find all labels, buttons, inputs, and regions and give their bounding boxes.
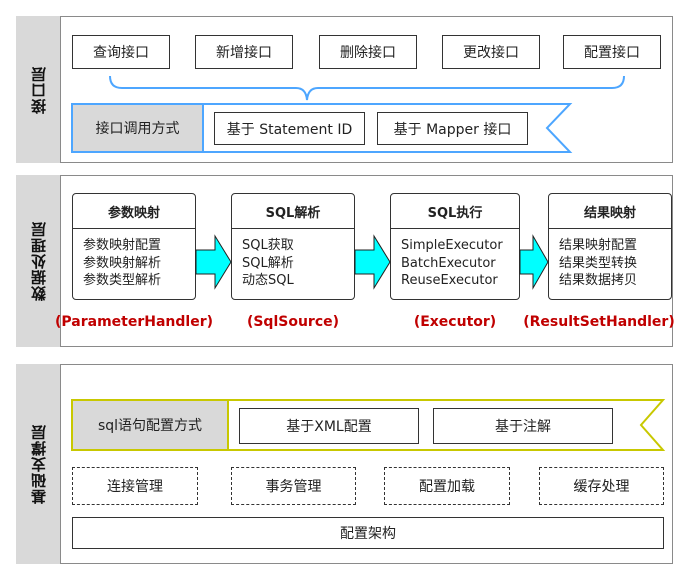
flow-arrow-icon: [519, 234, 549, 290]
transaction-management-box[interactable]: 事务管理: [231, 467, 356, 505]
cache-processing-box[interactable]: 缓存处理: [539, 467, 664, 505]
call-method-title: 接口调用方式: [95, 121, 180, 137]
handler-label: (ParameterHandler): [54, 314, 213, 330]
statement-id-option[interactable]: 基于 Statement ID: [214, 112, 365, 145]
handler-label: (Executor): [413, 314, 497, 330]
xml-config-option[interactable]: 基于XML配置: [239, 408, 419, 444]
config-architecture-box[interactable]: 配置架构: [72, 517, 664, 549]
stage-line: SQL获取: [242, 238, 294, 253]
stage-line: 结果数据拷贝: [559, 273, 638, 288]
stage-line: SimpleExecutor: [401, 238, 503, 253]
stage-card-sql-parse[interactable]: SQL解析 SQL获取 SQL解析 动态SQL: [231, 193, 355, 300]
mapper-interface-option[interactable]: 基于 Mapper 接口: [377, 112, 528, 145]
stage-line: 参数类型解析: [83, 273, 162, 288]
stage-line: BatchExecutor: [401, 255, 496, 271]
api-query-box[interactable]: 查询接口: [72, 35, 170, 69]
stage-title: SQL执行: [391, 194, 519, 229]
handler-label: (SqlSource): [246, 314, 340, 330]
sql-config-title: sql语句配置方式: [97, 418, 203, 434]
api-update-box[interactable]: 更改接口: [442, 35, 540, 69]
stage-line: 结果映射配置: [559, 238, 638, 253]
foundation-layer-label: 基础支撑层: [16, 364, 61, 564]
flow-arrow-icon: [354, 234, 391, 290]
api-delete-box[interactable]: 删除接口: [319, 35, 417, 69]
grouping-brace: [109, 75, 625, 101]
data-layer-label: 数据处理层: [16, 175, 61, 347]
stage-card-parameter[interactable]: 参数映射 参数映射配置 参数映射解析 参数类型解析: [72, 193, 196, 300]
stage-card-sql-execute[interactable]: SQL执行 SimpleExecutor BatchExecutor Reuse…: [390, 193, 520, 300]
handler-label: (ResultSetHandler): [523, 314, 675, 330]
stage-line: 参数映射解析: [83, 255, 162, 271]
stage-title: 结果映射: [549, 194, 671, 229]
stage-title: 参数映射: [73, 194, 195, 229]
call-method-title-bg: [73, 105, 202, 151]
stage-card-result-mapping[interactable]: 结果映射 结果映射配置 结果类型转换 结果数据拷贝: [548, 193, 672, 300]
api-config-box[interactable]: 配置接口: [563, 35, 661, 69]
flow-arrow-icon: [195, 234, 232, 290]
stage-line: 动态SQL: [242, 273, 294, 288]
stage-line: ReuseExecutor: [401, 273, 498, 288]
stage-line: 参数映射配置: [83, 238, 162, 253]
api-insert-box[interactable]: 新增接口: [195, 35, 293, 69]
stage-title: SQL解析: [232, 194, 354, 229]
stage-line: SQL解析: [242, 255, 294, 271]
stage-line: 结果类型转换: [559, 255, 638, 271]
annotation-config-option[interactable]: 基于注解: [433, 408, 613, 444]
interface-layer-label: 接口层: [16, 16, 61, 163]
connection-management-box[interactable]: 连接管理: [72, 467, 198, 505]
config-loading-box[interactable]: 配置加载: [384, 467, 510, 505]
